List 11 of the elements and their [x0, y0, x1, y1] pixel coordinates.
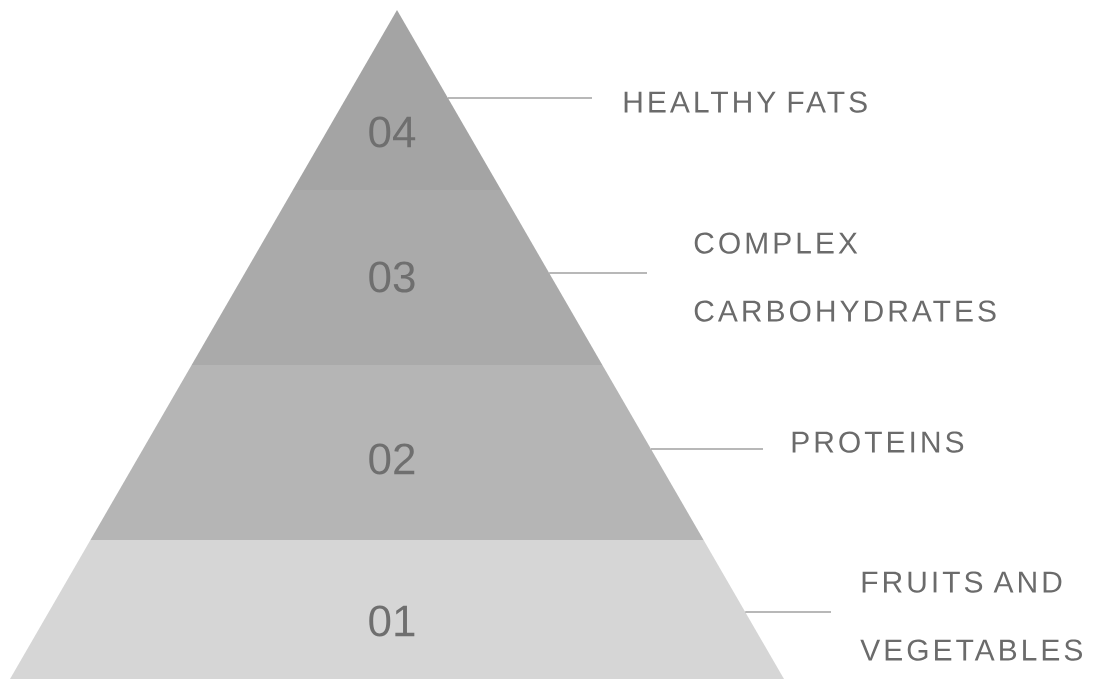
leader-line	[744, 611, 832, 613]
level-label: HEALTHY FATS	[624, 91, 867, 113]
pyramid-level: 02	[90, 365, 704, 540]
leader-line	[548, 272, 648, 274]
pyramid-level: 01	[10, 540, 784, 679]
leader-line	[447, 97, 593, 99]
level-label: FRUITS AND VEGETABLES	[860, 571, 1082, 661]
level-label: COMPLEX CARBOHYDRATES	[694, 232, 996, 322]
level-label: PROTEINS	[792, 431, 964, 453]
pyramid-level: 03	[191, 190, 603, 365]
leader-line	[650, 448, 764, 450]
